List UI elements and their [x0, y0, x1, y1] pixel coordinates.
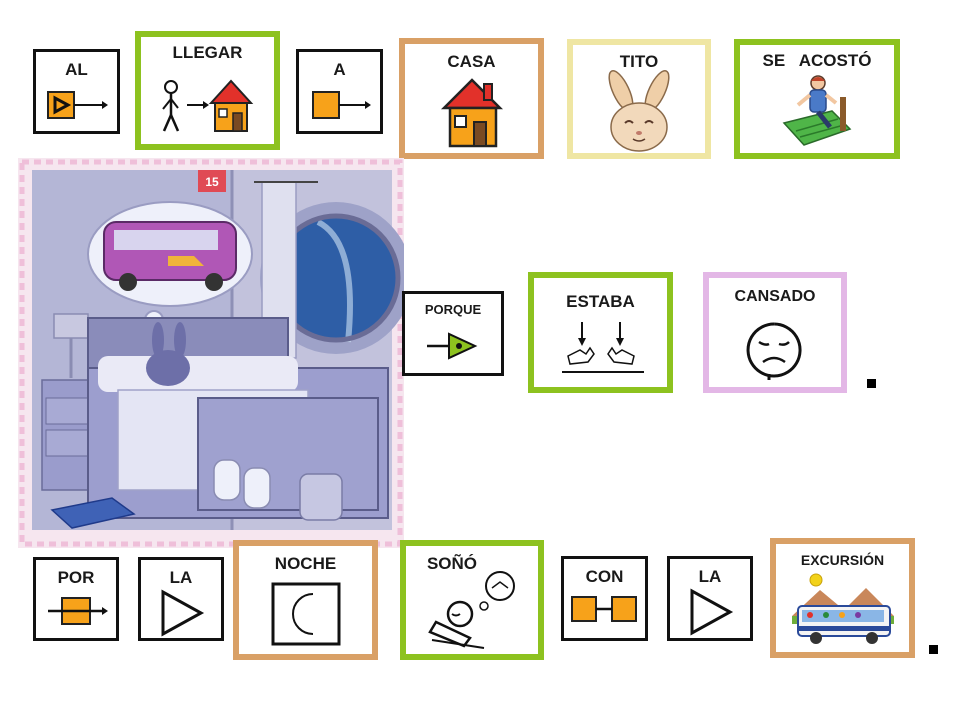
- card-por[interactable]: POR: [33, 557, 119, 641]
- dreaming-person-icon: [428, 571, 515, 649]
- page-number: 15: [205, 175, 219, 189]
- card-llegar[interactable]: LLEGAR: [135, 31, 280, 150]
- card-label: LA: [169, 568, 193, 587]
- arrow-through-box-icon: [48, 597, 108, 625]
- card-label: EXCURSIÓN: [800, 552, 885, 568]
- card-label: TITO: [619, 52, 659, 71]
- card-label: POR: [57, 568, 95, 587]
- card-casa[interactable]: CASA: [399, 38, 544, 159]
- triangle-icon: [690, 588, 734, 636]
- card-a[interactable]: A: [296, 49, 383, 134]
- triangle-icon: [161, 589, 205, 637]
- card-label: SE ACOSTÓ: [762, 51, 872, 70]
- card-porque[interactable]: PORQUE: [402, 291, 504, 376]
- linked-boxes-icon: [571, 596, 637, 622]
- rabbit-face-icon: [608, 70, 670, 152]
- card-tito[interactable]: TITO: [567, 39, 711, 159]
- card-label: PORQUE: [424, 302, 482, 317]
- card-label: CON: [585, 567, 624, 586]
- period-mark: [867, 379, 876, 388]
- card-label: AL: [65, 60, 88, 79]
- arrow-circle-icon: [427, 332, 478, 360]
- person-lying-in-bed-icon: [782, 75, 852, 146]
- tired-face-icon: [746, 322, 802, 380]
- hands-down-icon: [562, 322, 644, 373]
- card-noche[interactable]: NOCHE: [233, 540, 378, 660]
- moon-icon: [271, 582, 341, 646]
- card-sono[interactable]: SOÑÓ: [400, 540, 544, 660]
- card-label: CANSADO: [734, 288, 816, 305]
- card-estaba[interactable]: ESTABA: [528, 272, 673, 393]
- card-la-1[interactable]: LA: [138, 557, 224, 641]
- card-label: LA: [698, 567, 722, 586]
- period-mark: [929, 645, 938, 654]
- card-la-2[interactable]: LA: [667, 556, 753, 641]
- card-label: ESTABA: [566, 292, 635, 311]
- card-label: CASA: [447, 52, 496, 71]
- card-label: A: [333, 60, 346, 79]
- card-al[interactable]: AL: [33, 49, 120, 134]
- person-walking-to-house-icon: [162, 79, 254, 132]
- bedroom-illustration: 15: [18, 158, 404, 548]
- card-cansado[interactable]: CANSADO: [703, 272, 847, 393]
- card-se-acosto[interactable]: SE ACOSTÓ: [734, 39, 900, 159]
- card-excursion[interactable]: EXCURSIÓN: [770, 538, 915, 658]
- house-icon: [440, 78, 504, 148]
- card-label: NOCHE: [274, 554, 337, 573]
- card-label: LLEGAR: [172, 43, 243, 62]
- arrow-into-box-icon: [47, 91, 108, 119]
- card-label: SOÑÓ: [426, 554, 478, 573]
- box-arrow-icon: [312, 91, 371, 119]
- card-con[interactable]: CON: [561, 556, 648, 641]
- bus-trip-icon: [792, 573, 894, 644]
